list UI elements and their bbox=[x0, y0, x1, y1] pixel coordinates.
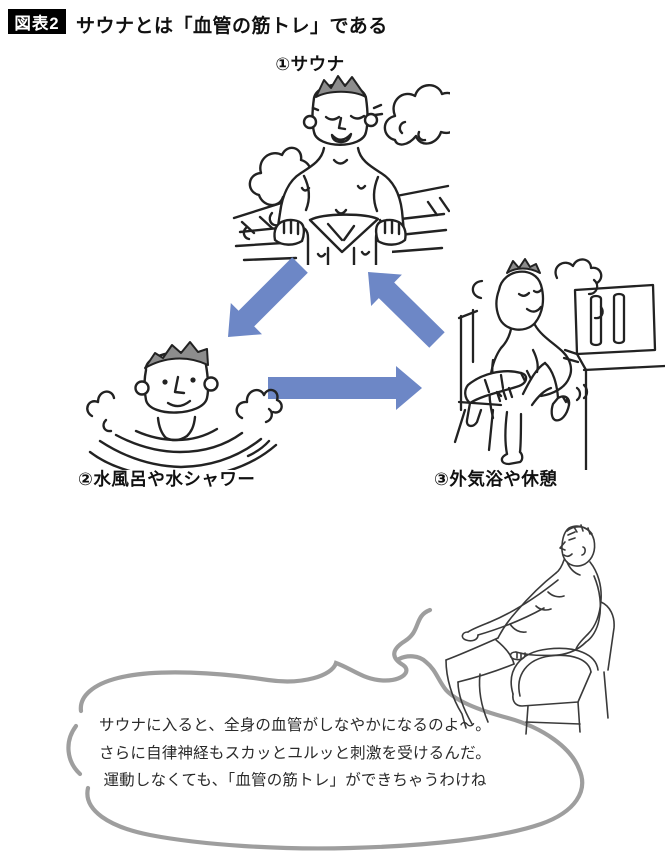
splash-icon bbox=[86, 390, 116, 418]
motion-marks-icon bbox=[575, 383, 589, 402]
towel-icon bbox=[464, 370, 528, 405]
chair bbox=[453, 308, 503, 452]
cycle-arrows bbox=[228, 257, 445, 410]
steam-cloud-icon bbox=[554, 258, 603, 285]
hair-icon bbox=[566, 524, 593, 535]
cold-bath-man-illustration bbox=[86, 341, 283, 470]
step-label-rest: ③外気浴や休憩 bbox=[434, 469, 558, 489]
caption-line-3: 運動しなくても、「血管の筋トレ」ができちゃうわけね bbox=[103, 772, 487, 789]
sauna-man-illustration bbox=[232, 75, 450, 265]
wooden-chair bbox=[510, 601, 615, 735]
splash-icon bbox=[235, 388, 283, 420]
reclining-man-illustration bbox=[445, 524, 615, 735]
water-ripples bbox=[88, 427, 278, 470]
hair-icon bbox=[144, 341, 209, 369]
steam-swirl-bubble bbox=[66, 607, 585, 851]
window bbox=[562, 283, 665, 470]
caption-text: サウナに入ると、全身の血管がしなやかになるのよ〜。 さらに自律神経もスカッとユル… bbox=[55, 712, 535, 795]
steam-curl-icon bbox=[471, 279, 484, 300]
steam-cloud-icon bbox=[383, 84, 450, 146]
step-label-sauna: ①サウナ bbox=[275, 54, 345, 74]
page-title: サウナとは「血管の筋トレ」である bbox=[76, 16, 388, 37]
arrow-sauna-to-coldbath-icon bbox=[228, 257, 308, 337]
caption-line-1: サウナに入ると、全身の血管がしなやかになるのよ〜。 bbox=[99, 717, 491, 734]
hair-icon bbox=[315, 75, 367, 98]
step-label-cold-bath: ②水風呂や水シャワー bbox=[78, 469, 256, 489]
arrow-rest-to-sauna-icon bbox=[368, 272, 445, 348]
figure-badge: 図表2 bbox=[8, 9, 66, 34]
caption-line-2: さらに自律神経もスカッとユルッと刺激を受けるんだ。 bbox=[98, 744, 492, 762]
resting-man-illustration bbox=[453, 258, 665, 470]
hair-icon bbox=[506, 258, 541, 274]
arrow-coldbath-to-rest-icon bbox=[268, 366, 422, 410]
